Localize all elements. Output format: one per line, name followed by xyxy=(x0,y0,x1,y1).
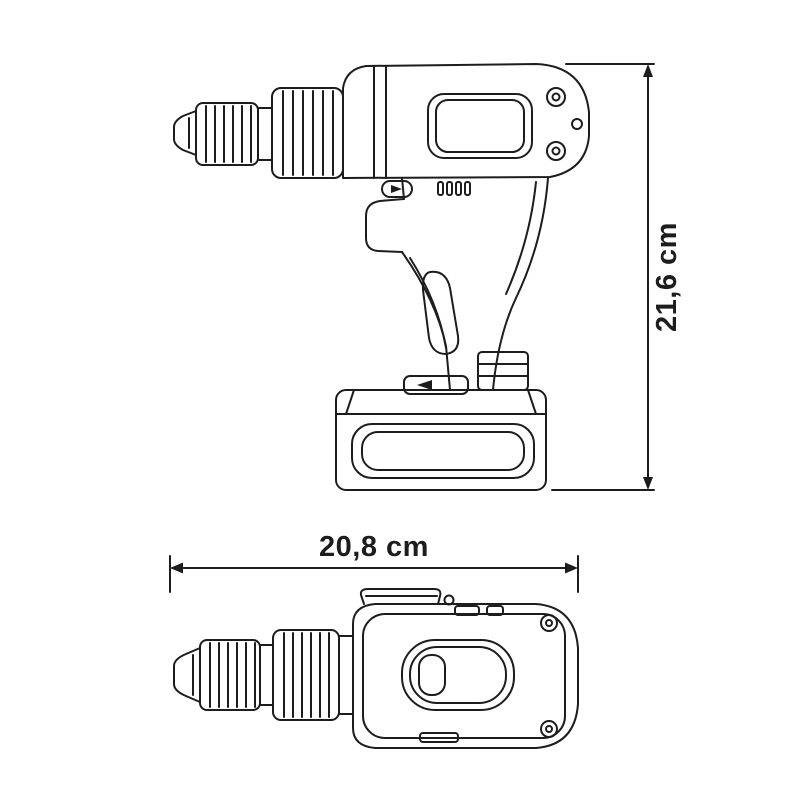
drill-body-side xyxy=(342,63,590,198)
drill-chuck-side xyxy=(173,87,344,179)
drill-battery-side xyxy=(335,375,547,491)
arrow-down-icon xyxy=(643,477,653,490)
arrow-left-icon xyxy=(417,380,432,390)
drill-top-view xyxy=(173,588,579,749)
arrow-up-icon xyxy=(643,64,653,77)
drill-body-top xyxy=(352,588,579,749)
width-dimension: 20,8 cm xyxy=(169,531,579,593)
trigger xyxy=(365,177,405,253)
height-dimension-label: 21,6 cm xyxy=(651,222,683,332)
arrow-left-icon xyxy=(170,562,183,574)
vent-slot xyxy=(464,181,471,196)
screw-icon xyxy=(443,594,455,606)
forward-reverse-switch xyxy=(381,180,413,198)
drill-side-view xyxy=(173,63,590,491)
screw-icon xyxy=(546,141,566,161)
drill-chuck-top xyxy=(173,629,354,721)
grip-outline xyxy=(401,639,515,711)
screw-icon xyxy=(546,87,566,107)
battery-release-button xyxy=(403,375,469,395)
vent-slot xyxy=(437,181,444,196)
handle-cutout xyxy=(421,270,460,355)
height-dimension: 21,6 cm xyxy=(551,63,683,491)
drill-handle-side xyxy=(365,177,549,391)
width-dimension-label: 20,8 cm xyxy=(319,531,429,563)
arrow-right-icon xyxy=(565,562,578,574)
belt-clip xyxy=(359,588,442,605)
chuck-tip xyxy=(173,110,197,156)
screw-icon xyxy=(540,720,558,738)
vent-slot xyxy=(446,181,453,196)
vent-slot xyxy=(455,181,462,196)
arrow-right-icon xyxy=(391,185,402,193)
screw-icon xyxy=(540,614,558,632)
chuck-tip xyxy=(173,647,201,703)
